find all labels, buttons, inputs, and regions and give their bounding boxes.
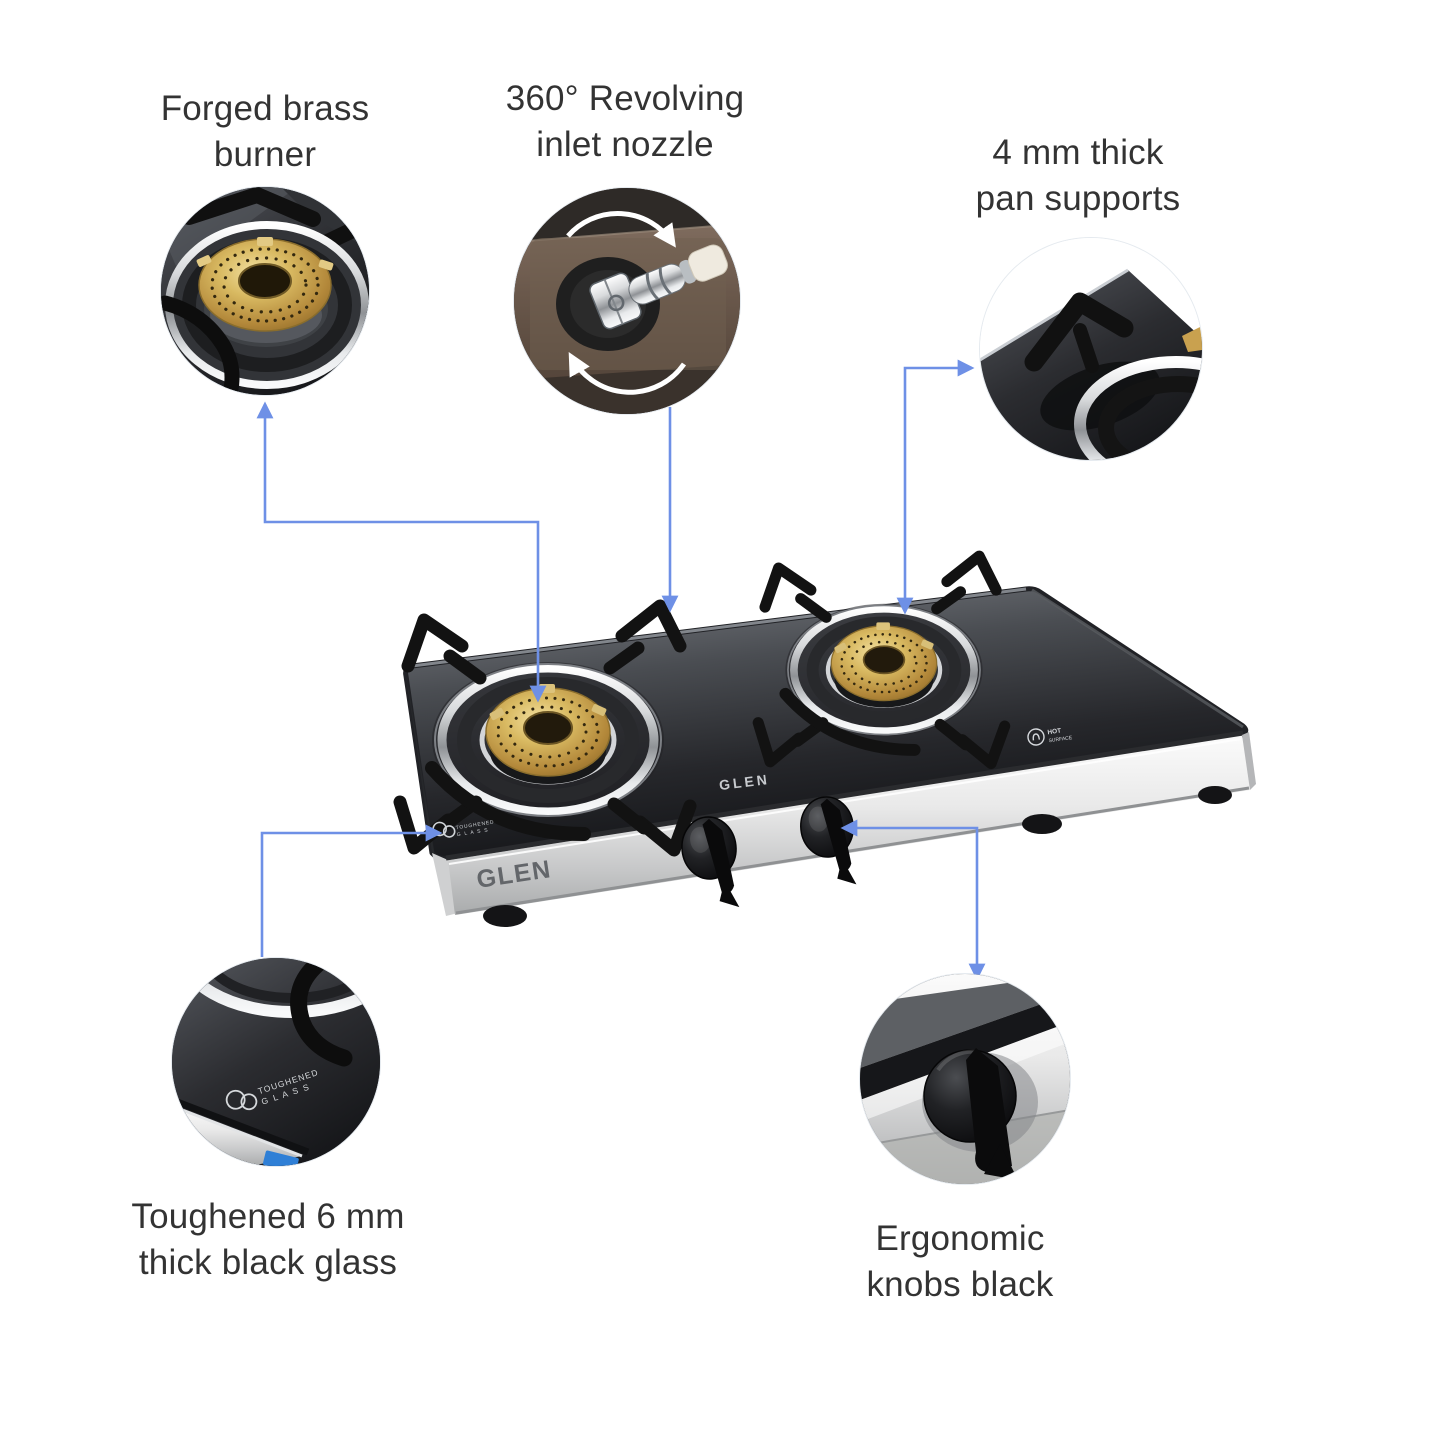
hot-surface-icon: HOT SURFACE: [1027, 727, 1073, 746]
svg-text:HOT: HOT: [1047, 727, 1062, 736]
inset-toughened-glass: TOUGHENED G L A S S: [172, 958, 380, 1166]
inset-revolving-inlet-nozzle: [514, 188, 740, 414]
pan-support-arm-closeup: [1024, 292, 1134, 372]
label-ergonomic-knobs: Ergonomic knobs black: [866, 1219, 1054, 1305]
connector-knobs: [840, 819, 986, 981]
blue-sticker: [262, 1150, 299, 1166]
inset-ergonomic-knob: [860, 974, 1070, 1184]
connector-pan-supports: [896, 359, 975, 615]
inset-pan-supports: [980, 238, 1202, 460]
rotation-arrows-icon: [566, 211, 687, 395]
label-revolving-inlet-nozzle: 360° Revolving inlet nozzle: [505, 79, 745, 165]
connector-toughened-glass: [260, 824, 443, 957]
stove-feet: [483, 786, 1232, 927]
brass-burner-closeup: [196, 237, 334, 332]
glass-brand-logo: GLEN: [718, 771, 770, 793]
connector-brass-burner: [256, 401, 547, 703]
label-pan-supports: 4 mm thick pan supports: [975, 133, 1181, 219]
glass-side-edge: [406, 676, 437, 871]
svg-text:G L A S S: G L A S S: [456, 827, 489, 838]
label-forged-brass-burner: Forged brass burner: [160, 89, 370, 175]
svg-text:SURFACE: SURFACE: [1048, 735, 1073, 744]
label-toughened-glass: Toughened 6 mm thick black glass: [131, 1197, 405, 1283]
inlet-nozzle-closeup: [589, 244, 728, 330]
svg-text:GLEN: GLEN: [718, 771, 770, 793]
inset-forged-brass-burner: [161, 187, 369, 395]
knob-closeup: [923, 1048, 1018, 1180]
